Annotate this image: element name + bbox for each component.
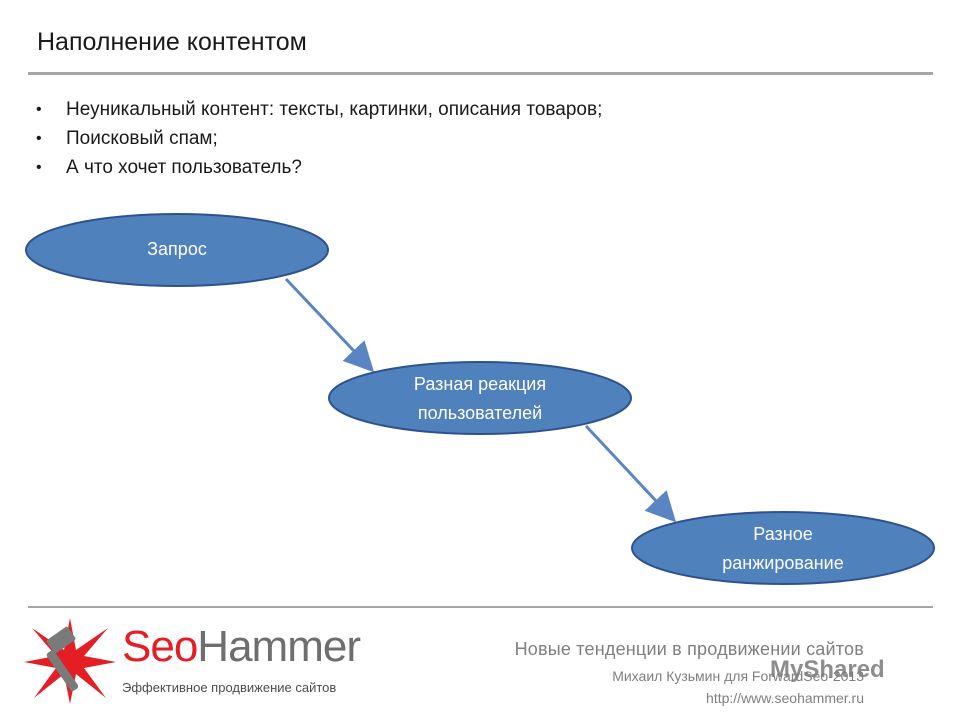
flow-node-ranking bbox=[631, 511, 935, 585]
logo-tagline: Эффективное продвижение сайтов bbox=[122, 680, 337, 695]
bullet-text: Неуникальный контент: тексты, картинки, … bbox=[66, 99, 603, 120]
flow-node-label: Разная реакция пользователей bbox=[370, 370, 590, 428]
bullet-list: • Неуникальный контент: тексты, картинки,… bbox=[36, 95, 602, 182]
flow-node-reaction bbox=[328, 361, 632, 435]
bullet-text: Поисковый спам; bbox=[66, 128, 218, 149]
myshared-watermark: MyShared bbox=[770, 656, 885, 684]
node-line: ранжирование bbox=[722, 553, 844, 573]
footer-url: http://www.seohammer.ru bbox=[706, 690, 864, 706]
flow-arrow bbox=[284, 277, 375, 373]
footer-author: Михаил Кузьмин для ForwardSeo-2013 bbox=[612, 668, 864, 684]
bullet-dot: • bbox=[36, 130, 42, 147]
bullet-item: • Неуникальный контент: тексты, картинки,… bbox=[36, 95, 602, 124]
node-line: пользователей bbox=[417, 403, 543, 423]
node-line: Запрос bbox=[147, 239, 207, 259]
flow-node-request bbox=[25, 213, 329, 287]
flow-arrow bbox=[584, 424, 677, 523]
bullet-item: • А что хочет пользователь? bbox=[36, 153, 602, 182]
bullet-dot: • bbox=[36, 159, 42, 176]
footer-divider bbox=[28, 606, 933, 608]
flow-node-label: Разное ранжирование bbox=[673, 520, 893, 578]
logo-name-seo: Seo bbox=[122, 622, 198, 671]
title-divider bbox=[28, 72, 933, 75]
bullet-text: А что хочет пользователь? bbox=[66, 157, 302, 178]
seohammer-logo: SeoHammer Эффективное продвижение сайтов bbox=[22, 614, 372, 706]
footer-title: Новые тенденции в продвижении сайтов bbox=[514, 639, 864, 659]
watermark-text: MyShared bbox=[770, 656, 885, 683]
bullet-item: • Поисковый спам; bbox=[36, 124, 602, 153]
flow-node-label: Запрос bbox=[77, 235, 277, 264]
logo-name: SeoHammer bbox=[122, 622, 361, 672]
slide-title: Наполнение контентом bbox=[37, 28, 307, 56]
node-line: Разная реакция bbox=[413, 374, 547, 394]
hammer-star-icon bbox=[24, 618, 116, 704]
bullet-dot: • bbox=[36, 101, 42, 118]
logo-name-hammer: Hammer bbox=[197, 622, 361, 671]
node-line: Разное bbox=[753, 524, 813, 544]
